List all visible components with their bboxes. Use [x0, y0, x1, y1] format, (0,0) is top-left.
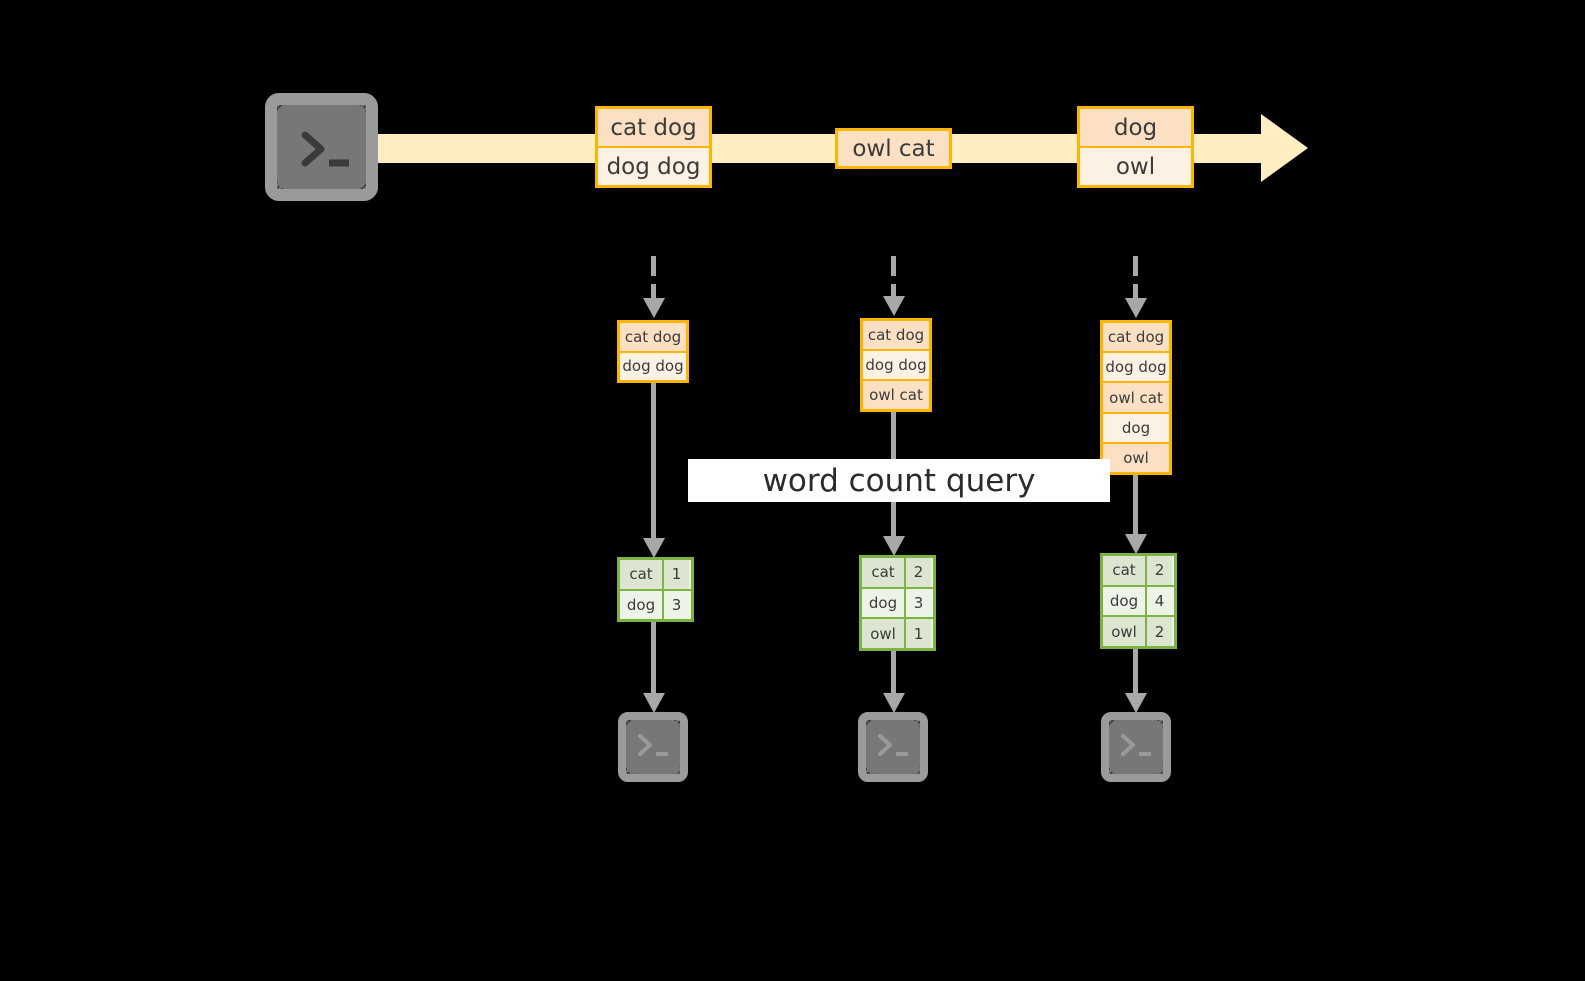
table-cell-word: owl — [1103, 617, 1147, 647]
sink-terminal-body — [866, 720, 920, 774]
accumulated-box-3[interactable]: cat dog dog dog owl cat dog owl — [1100, 320, 1172, 475]
sink-arrow-line-1 — [651, 622, 656, 695]
sink-arrow-head-3 — [1125, 693, 1147, 713]
query-arrow-head-3 — [1125, 534, 1147, 554]
table-cell-word: cat — [620, 560, 664, 589]
sink-terminal-3[interactable] — [1101, 712, 1171, 782]
table-cell-count: 3 — [906, 588, 931, 618]
result-table-1[interactable]: cat 1 dog 3 — [617, 557, 694, 622]
stream-record-batch-1[interactable]: cat dog dog dog — [595, 106, 712, 188]
stream-band-arrowhead — [1261, 114, 1308, 182]
accumulated-line: cat dog — [863, 321, 929, 351]
query-arrow-line-3 — [1133, 475, 1138, 536]
accumulated-line: cat dog — [620, 323, 686, 353]
query-arrow-line-1 — [651, 383, 656, 540]
feed-arrow-line-3b — [1133, 284, 1138, 300]
sink-terminal-body — [626, 720, 680, 774]
accumulated-box-2[interactable]: cat dog dog dog owl cat — [860, 318, 932, 412]
table-row: cat 2 — [862, 558, 933, 589]
feed-arrow-line-2 — [891, 256, 896, 276]
stream-record-batch-2[interactable]: owl cat — [835, 128, 952, 169]
stream-record-batch-3[interactable]: dog owl — [1077, 106, 1194, 188]
sink-terminal-1[interactable] — [618, 712, 688, 782]
table-cell-word: dog — [1103, 586, 1147, 616]
table-row: cat 2 — [1103, 556, 1174, 587]
feed-arrow-head-1 — [643, 298, 665, 318]
accumulated-line: owl cat — [863, 381, 929, 409]
sink-arrow-line-2 — [891, 651, 896, 695]
feed-arrow-line-2b — [891, 284, 896, 298]
sink-arrow-head-1 — [643, 693, 665, 713]
table-cell-word: cat — [862, 558, 906, 587]
accumulated-line: dog — [1103, 413, 1169, 444]
table-cell-count: 2 — [1147, 556, 1172, 585]
table-row: cat 1 — [620, 560, 691, 591]
stream-record-line: cat dog — [598, 109, 709, 148]
table-row: owl 2 — [1103, 617, 1174, 647]
result-table-3[interactable]: cat 2 dog 4 owl 2 — [1100, 553, 1177, 649]
accumulated-line: dog dog — [1103, 353, 1169, 384]
accumulated-box-1[interactable]: cat dog dog dog — [617, 320, 689, 383]
feed-arrow-line-3 — [1133, 256, 1138, 276]
table-cell-word: cat — [1103, 556, 1147, 585]
table-cell-word: dog — [620, 590, 664, 619]
terminal-prompt-icon — [301, 131, 349, 167]
table-row: dog 3 — [620, 590, 691, 619]
accumulated-line: dog dog — [863, 351, 929, 381]
sink-terminal-2[interactable] — [858, 712, 928, 782]
table-cell-count: 1 — [906, 619, 931, 649]
stream-record-line: owl — [1080, 148, 1191, 185]
feed-arrow-line-1b — [651, 284, 656, 300]
source-terminal[interactable] — [265, 93, 378, 201]
sink-terminal-body — [1109, 720, 1163, 774]
query-arrow-head-1 — [643, 538, 665, 558]
feed-arrow-head-3 — [1125, 298, 1147, 318]
table-cell-count: 2 — [1147, 617, 1172, 647]
terminal-prompt-icon — [878, 734, 908, 756]
table-cell-count: 3 — [664, 590, 689, 619]
stream-record-line: dog — [1080, 109, 1191, 148]
accumulated-line: owl cat — [1103, 383, 1169, 414]
query-arrow-head-2 — [883, 536, 905, 556]
table-cell-word: owl — [862, 619, 906, 649]
stream-record-line: dog dog — [598, 148, 709, 185]
table-row: dog 3 — [862, 588, 933, 620]
sink-arrow-head-2 — [883, 693, 905, 713]
accumulated-line: cat dog — [1103, 323, 1169, 354]
sink-arrow-line-3 — [1133, 649, 1138, 695]
result-table-2[interactable]: cat 2 dog 3 owl 1 — [859, 555, 936, 651]
terminal-prompt-icon — [1121, 734, 1151, 756]
table-cell-count: 4 — [1147, 586, 1172, 616]
feed-arrow-line-1 — [651, 256, 656, 276]
feed-arrow-head-2 — [883, 296, 905, 316]
accumulated-line: owl — [1103, 443, 1169, 473]
table-cell-count: 1 — [664, 560, 689, 589]
accumulated-line: dog dog — [620, 352, 686, 380]
table-cell-word: dog — [862, 588, 906, 618]
terminal-prompt-icon — [638, 734, 668, 756]
stream-record-line: owl cat — [838, 131, 949, 166]
table-row: owl 1 — [862, 619, 933, 649]
table-row: dog 4 — [1103, 586, 1174, 618]
table-cell-count: 2 — [906, 558, 931, 587]
query-label: word count query — [688, 459, 1110, 502]
